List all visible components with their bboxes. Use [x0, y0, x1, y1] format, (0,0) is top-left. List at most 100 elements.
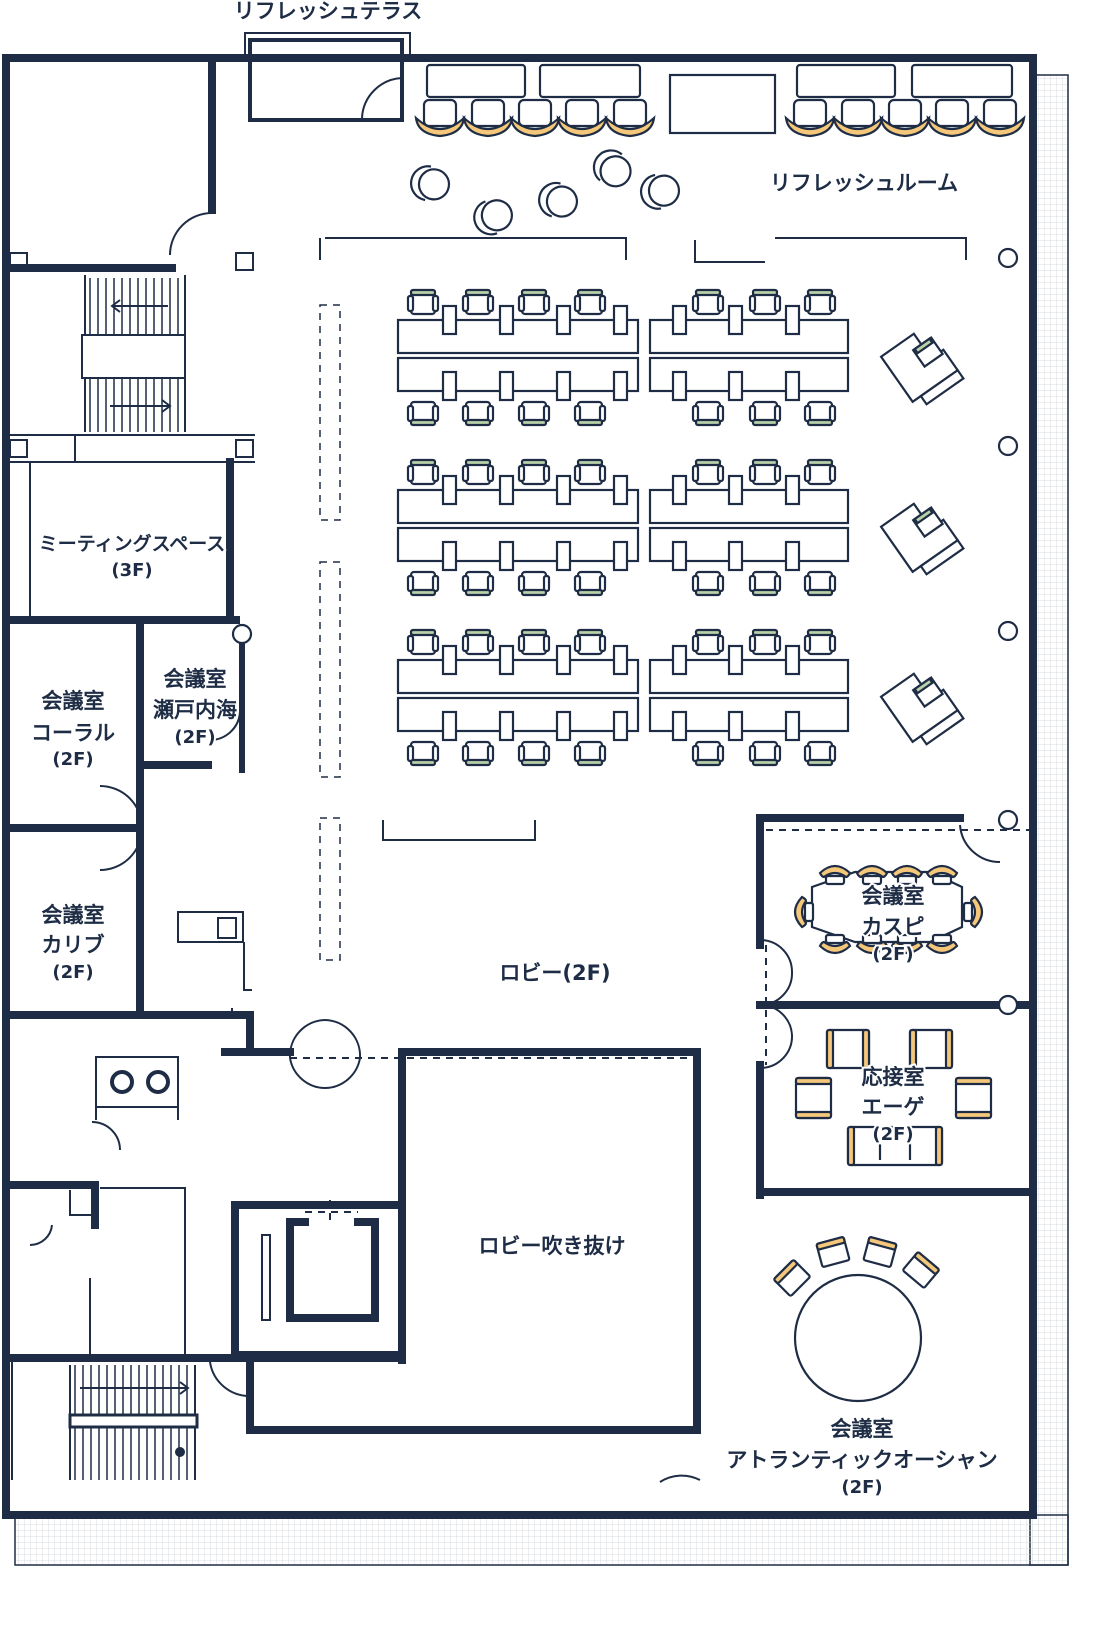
chair-arm	[748, 634, 757, 653]
divider	[555, 644, 572, 676]
stool-seat	[509, 115, 561, 138]
divider	[612, 304, 629, 336]
label-coral-name: コーラル	[31, 721, 115, 745]
divider	[498, 474, 515, 506]
fixture-line	[100, 1187, 186, 1355]
chair-arm	[828, 574, 837, 593]
chair-arm	[691, 404, 700, 423]
desk	[396, 356, 640, 393]
door-swing	[209, 1361, 251, 1398]
divider	[784, 370, 801, 402]
chair-arm	[748, 404, 757, 423]
stair-arrow-icon	[80, 1381, 190, 1395]
divider	[671, 644, 688, 676]
chair-back	[818, 940, 852, 955]
chair-arm	[573, 464, 582, 483]
fixture-line	[325, 237, 627, 260]
chair-back	[464, 628, 492, 637]
pillar	[9, 439, 28, 458]
chair-back	[576, 628, 604, 637]
chair-arm	[748, 294, 757, 313]
chair-seat	[931, 933, 953, 945]
door-swing	[324, 1019, 362, 1059]
divider	[727, 474, 744, 506]
door-swing	[99, 785, 143, 829]
divider	[441, 644, 458, 676]
stool-seat	[604, 115, 656, 138]
stair-dot	[175, 1447, 185, 1457]
chair-seat	[896, 874, 918, 886]
chair-arm	[803, 744, 812, 763]
sofa-back	[913, 337, 934, 355]
lounge-sofa	[879, 502, 965, 576]
display	[668, 73, 777, 135]
column	[231, 623, 253, 645]
chair-arm	[517, 744, 526, 763]
chair-arm	[598, 464, 607, 483]
chair-arm	[517, 574, 526, 593]
label-setonaikai-type: 会議室	[164, 667, 227, 691]
door-swing	[659, 1474, 701, 1483]
label-setonaikai-name: 瀬戸内海	[153, 698, 237, 722]
round-stool	[592, 149, 632, 188]
label-meeting-space: ミーティングスペース	[39, 532, 226, 555]
chair-arm	[773, 744, 782, 763]
sofa-back	[913, 507, 934, 525]
partition	[319, 817, 341, 961]
sofa-divide	[878, 1140, 912, 1160]
fixture-line	[69, 1107, 179, 1216]
stool	[840, 98, 876, 128]
chair-arm	[716, 464, 725, 483]
divider	[555, 304, 572, 336]
door-swing	[169, 212, 213, 256]
column	[997, 809, 1019, 831]
divider	[671, 474, 688, 506]
conference-chair	[855, 864, 889, 886]
chair-arm	[406, 744, 415, 763]
chair-seat	[824, 933, 846, 945]
chair-back	[464, 418, 492, 427]
stool-seat	[414, 115, 466, 138]
conference-chair	[890, 933, 924, 955]
door-swing	[761, 971, 794, 1006]
wall	[2, 1011, 254, 1056]
chair-back	[409, 758, 437, 767]
chair-back	[409, 628, 437, 637]
chair-arm	[406, 404, 415, 423]
sofa-body	[879, 332, 960, 404]
pillar	[235, 252, 254, 271]
divider	[727, 304, 744, 336]
label-atlantic-type: 会議室	[831, 1417, 894, 1441]
divider	[555, 710, 572, 742]
stair-arrow-icon	[110, 299, 172, 413]
kitchen-unit	[95, 1056, 179, 1108]
stool-top	[647, 174, 681, 207]
chair-back	[925, 864, 959, 879]
chair-arm	[803, 464, 812, 483]
chair-back	[773, 1259, 798, 1284]
door-swing	[761, 1004, 793, 1036]
door-threshold	[290, 829, 1030, 1225]
divider	[612, 474, 629, 506]
armrest	[861, 1028, 871, 1070]
label-caribbean-type: 会議室	[42, 903, 105, 927]
chair-back	[855, 864, 889, 879]
column	[997, 620, 1019, 642]
door-swing	[324, 1057, 361, 1089]
column	[997, 247, 1019, 269]
chair-back	[520, 588, 548, 597]
chair-arm	[803, 294, 812, 313]
armchair	[825, 1028, 871, 1070]
divider	[727, 370, 744, 402]
armchair	[846, 1125, 944, 1167]
chair-arm	[517, 404, 526, 423]
armchair	[908, 1028, 954, 1070]
lounge-sofa	[879, 672, 965, 746]
stool-seat	[784, 115, 836, 138]
divider	[498, 540, 515, 572]
chair-arm	[406, 574, 415, 593]
armchair	[794, 1076, 833, 1120]
armrest	[825, 1028, 835, 1070]
pillar	[235, 439, 254, 458]
chair-arm	[431, 634, 440, 653]
